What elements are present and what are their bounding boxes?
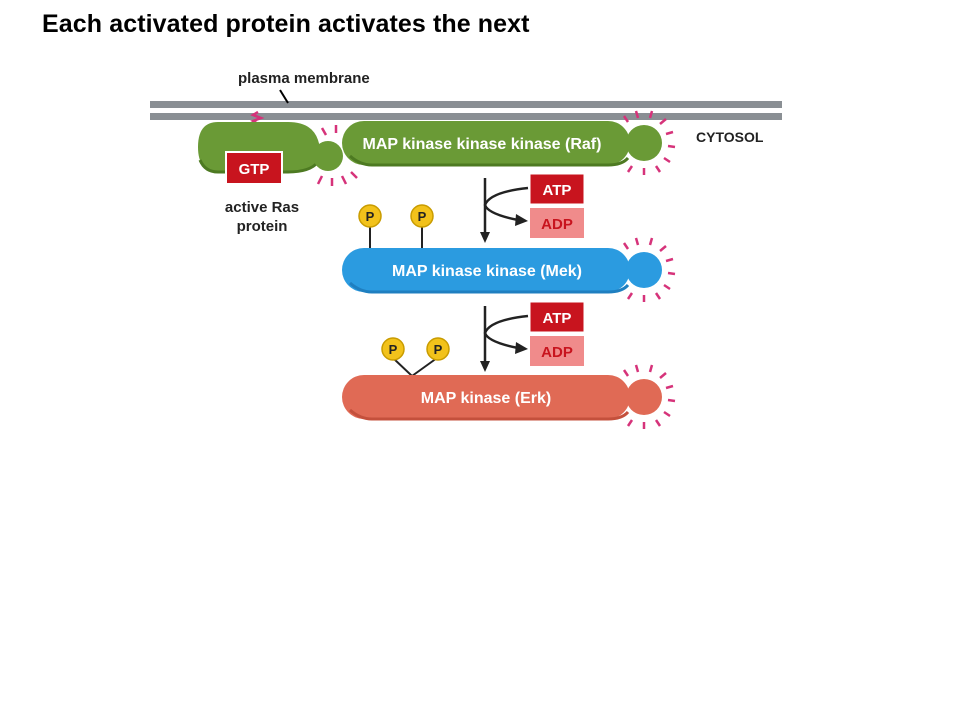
phosphate-label: P (434, 342, 443, 357)
mek-activation-burst-icon (622, 237, 676, 302)
gtp-box (225, 151, 283, 185)
erk-activation-burst-icon (622, 364, 676, 429)
ras-knob (313, 141, 343, 171)
atp-label-1: ATP (543, 182, 572, 199)
mek-protein: MAP kinase kinase (Mek) (342, 248, 662, 294)
phosphate-icon (358, 204, 382, 228)
erk-phosphates: P P (381, 337, 450, 378)
adp-box-1 (530, 208, 584, 238)
cytosol-label: CYTOSOL (696, 129, 764, 145)
reaction-2-arrows (480, 306, 529, 372)
raf-shadow (348, 154, 630, 167)
erk-protein: MAP kinase (Erk) (342, 375, 662, 421)
membrane-inner-layer (150, 113, 782, 120)
mek-label: MAP kinase kinase (Mek) (392, 263, 582, 280)
reaction-1-adp-arrowhead (515, 214, 528, 226)
mek-shadow (348, 281, 630, 294)
adp-box-2 (530, 336, 584, 366)
raf-body (342, 121, 630, 165)
atp-box-2 (529, 301, 585, 333)
phosphate-label: P (418, 209, 427, 224)
adp-label-1: ADP (541, 216, 573, 233)
reaction-1-arrowhead (480, 232, 490, 243)
reaction-2-atp-curve (483, 314, 529, 350)
plasma-membrane (150, 101, 782, 120)
phosphate-label: P (389, 342, 398, 357)
gtp-label: GTP (239, 161, 270, 178)
erk-shadow (348, 408, 630, 421)
raf-knob (626, 125, 662, 161)
erk-body (342, 375, 630, 419)
raf-activation-burst-icon (622, 110, 676, 175)
erk-knob (626, 379, 662, 415)
phosphate-icon (426, 337, 450, 361)
mek-knob (626, 252, 662, 288)
atp-label-2: ATP (543, 310, 572, 327)
reaction-2-arrowhead (480, 361, 490, 372)
raf-label: MAP kinase kinase kinase (Raf) (363, 136, 602, 153)
plasma-membrane-label: plasma membrane (238, 70, 370, 87)
mek-body (342, 248, 630, 292)
slide-title: Each activated protein activates the nex… (42, 10, 530, 38)
reaction-1-atp-curve (483, 186, 529, 222)
mek-phosphates: P P (358, 204, 434, 248)
atp-box-1 (529, 173, 585, 205)
reaction-2-adp-arrowhead (515, 342, 528, 354)
phosphate-label: P (366, 209, 375, 224)
erk-label: MAP kinase (Erk) (421, 390, 551, 407)
adp-label-2: ADP (541, 344, 573, 361)
phosphate-icon (381, 337, 405, 361)
membrane-outer-layer (150, 101, 782, 108)
ras-protein: GTP (198, 122, 343, 185)
reaction-1-arrows (480, 178, 529, 243)
raf-protein: MAP kinase kinase kinase (Raf) (342, 121, 662, 167)
active-ras-label-line1: active Ras (225, 199, 299, 216)
plasma-membrane-pointer (279, 89, 289, 104)
active-ras-label-line2: protein (237, 218, 288, 235)
phosphate-icon (410, 204, 434, 228)
